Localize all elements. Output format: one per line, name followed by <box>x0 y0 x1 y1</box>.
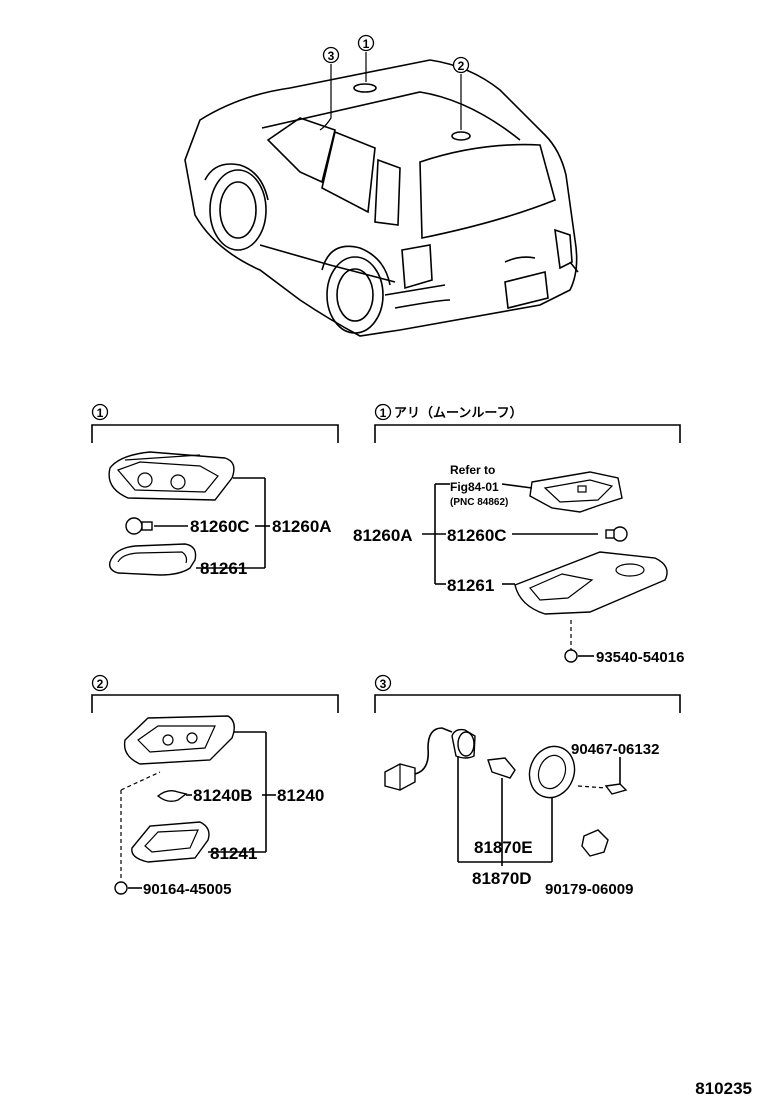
svg-text:3: 3 <box>328 49 335 63</box>
part-90179-06009: 90179-06009 <box>545 881 633 898</box>
part-81260A-right: 81260A <box>353 526 413 545</box>
part-81260C-right: 81260C <box>447 526 507 545</box>
part-81240B: 81240B <box>193 786 253 805</box>
part-90467-06132: 90467-06132 <box>571 741 659 758</box>
section-1b-parts <box>422 471 668 663</box>
part-81240: 81240 <box>277 786 324 805</box>
figure-id: 810235 <box>695 1079 752 1098</box>
section-1-parts <box>108 451 270 576</box>
part-81870D: 81870D <box>472 869 532 888</box>
callout-1: 1 <box>357 34 375 52</box>
svg-text:1: 1 <box>363 37 370 51</box>
section-1-header: 1 <box>91 403 339 443</box>
svg-text:1: 1 <box>380 406 387 420</box>
svg-text:Fig84-01: Fig84-01 <box>450 480 499 494</box>
part-81260A-left: 81260A <box>272 517 332 536</box>
part-81260C-left: 81260C <box>190 517 250 536</box>
svg-text:2: 2 <box>97 677 104 691</box>
part-81870E: 81870E <box>474 838 533 857</box>
part-90164-45005: 90164-45005 <box>143 881 231 898</box>
callout-2: 2 <box>452 56 470 74</box>
svg-text:Refer to: Refer to <box>450 463 495 477</box>
part-93540-54016: 93540-54016 <box>596 649 684 666</box>
svg-text:1: 1 <box>97 406 104 420</box>
section-1b-title: アリ（ムーンルーフ） <box>394 405 523 420</box>
part-81241: 81241 <box>210 844 257 863</box>
section-1b-header: 1 <box>374 403 681 443</box>
vehicle-illustration <box>184 52 579 337</box>
section-2-header: 2 <box>91 674 339 713</box>
section-2-parts <box>114 715 276 895</box>
svg-text:(PNC 84862): (PNC 84862) <box>450 497 508 508</box>
callout-3: 3 <box>322 46 340 64</box>
part-81261-left: 81261 <box>200 559 247 578</box>
section-3-parts <box>384 727 628 866</box>
svg-text:3: 3 <box>380 677 387 691</box>
svg-text:2: 2 <box>458 59 465 73</box>
refer-note: Refer to Fig84-01 (PNC 84862) <box>450 463 508 508</box>
part-81261-right: 81261 <box>447 576 494 595</box>
section-3-header: 3 <box>374 674 681 713</box>
